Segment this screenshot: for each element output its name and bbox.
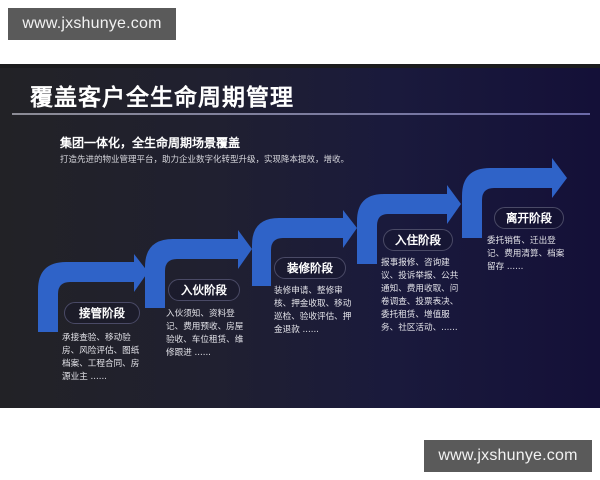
arrow-1-icon [38, 254, 148, 332]
stage-pill-takeover: 接管阶段 [64, 302, 140, 324]
stage-pill-renovation: 装修阶段 [274, 257, 346, 279]
arrow-3-icon [252, 210, 357, 286]
stage-desc-residence: 报事报修、咨询建议、投诉举报、公共通知、费用收取、问卷调查、投票表决、委托租赁、… [381, 258, 459, 333]
watermark-top: www.jxshunye.com [8, 8, 176, 40]
watermark-bottom: www.jxshunye.com [424, 440, 592, 472]
stage-desc-takeover: 承接查验、移动验房、风险评估、图纸档案、工程合同、房源业主 ...... [62, 333, 140, 382]
slide-title: 覆盖客户全生命周期管理 [30, 85, 294, 111]
title-divider [12, 113, 590, 115]
arrow-5-icon [462, 158, 567, 238]
stage-pill-leaving: 离开阶段 [494, 207, 564, 229]
step-arrows [38, 158, 567, 332]
arrow-2-icon [145, 230, 252, 308]
top-strip [0, 64, 600, 68]
stage-desc-move-in: 入伙须知、资料登记、费用预收、房屋验收、车位租赁、维修跟进 ...... [166, 309, 244, 358]
slide-description: 打造先进的物业管理平台，助力企业数字化转型升级，实现降本提效，增收。 [60, 155, 350, 165]
slide-subtitle: 集团一体化，全生命周期场景覆盖 [60, 136, 241, 150]
stage-pill-move-in: 入伙阶段 [168, 279, 240, 301]
stage-pill-residence: 入住阶段 [383, 229, 453, 251]
lifecycle-slide: 覆盖客户全生命周期管理 集团一体化，全生命周期场景覆盖 打造先进的物业管理平台，… [0, 64, 600, 408]
stage-desc-renovation: 装修申请、整修审核、押金收取、移动巡检、验收评估、押金退款 ...... [274, 286, 352, 335]
stage-desc-leaving: 委托销售、迁出登记、费用清算、档案留存 ...... [487, 236, 565, 272]
arrow-4-icon [357, 185, 461, 264]
